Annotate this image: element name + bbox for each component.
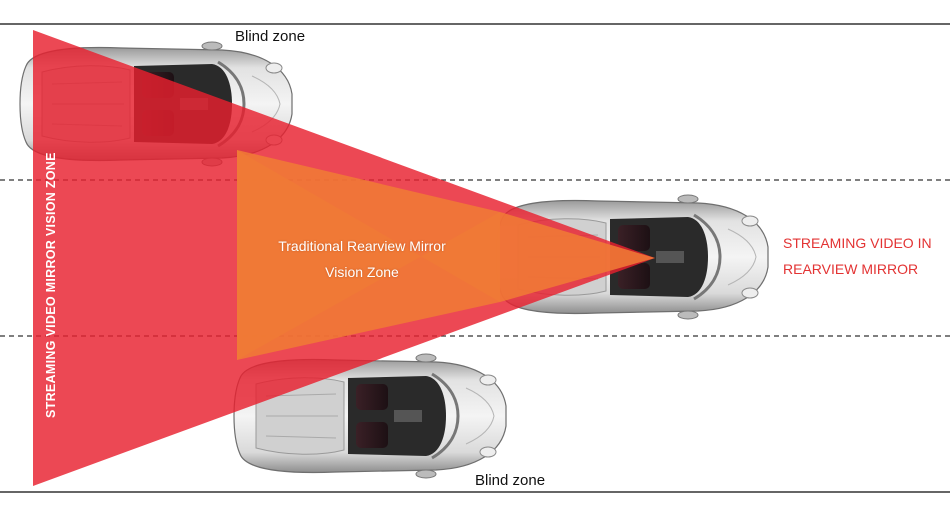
streaming-note-line-2: REARVIEW MIRROR xyxy=(783,261,919,277)
streaming-zone-vertical-label: STREAMING VIDEO MIRROR VISION ZONE xyxy=(44,152,58,418)
traditional-zone-line-1: Traditional Rearview Mirror xyxy=(278,238,446,254)
traditional-vision-zone xyxy=(237,150,655,360)
blind-zone-top-label: Blind zone xyxy=(235,28,306,45)
traditional-zone-line-2: Vision Zone xyxy=(325,264,399,280)
blind-zone-bottom-label: Blind zone xyxy=(475,472,546,489)
streaming-video-note: STREAMING VIDEO IN REARVIEW MIRROR xyxy=(783,230,932,282)
streaming-note-line-1: STREAMING VIDEO IN xyxy=(783,235,932,251)
traditional-zone-label: Traditional Rearview Mirror Vision Zone xyxy=(262,233,462,285)
